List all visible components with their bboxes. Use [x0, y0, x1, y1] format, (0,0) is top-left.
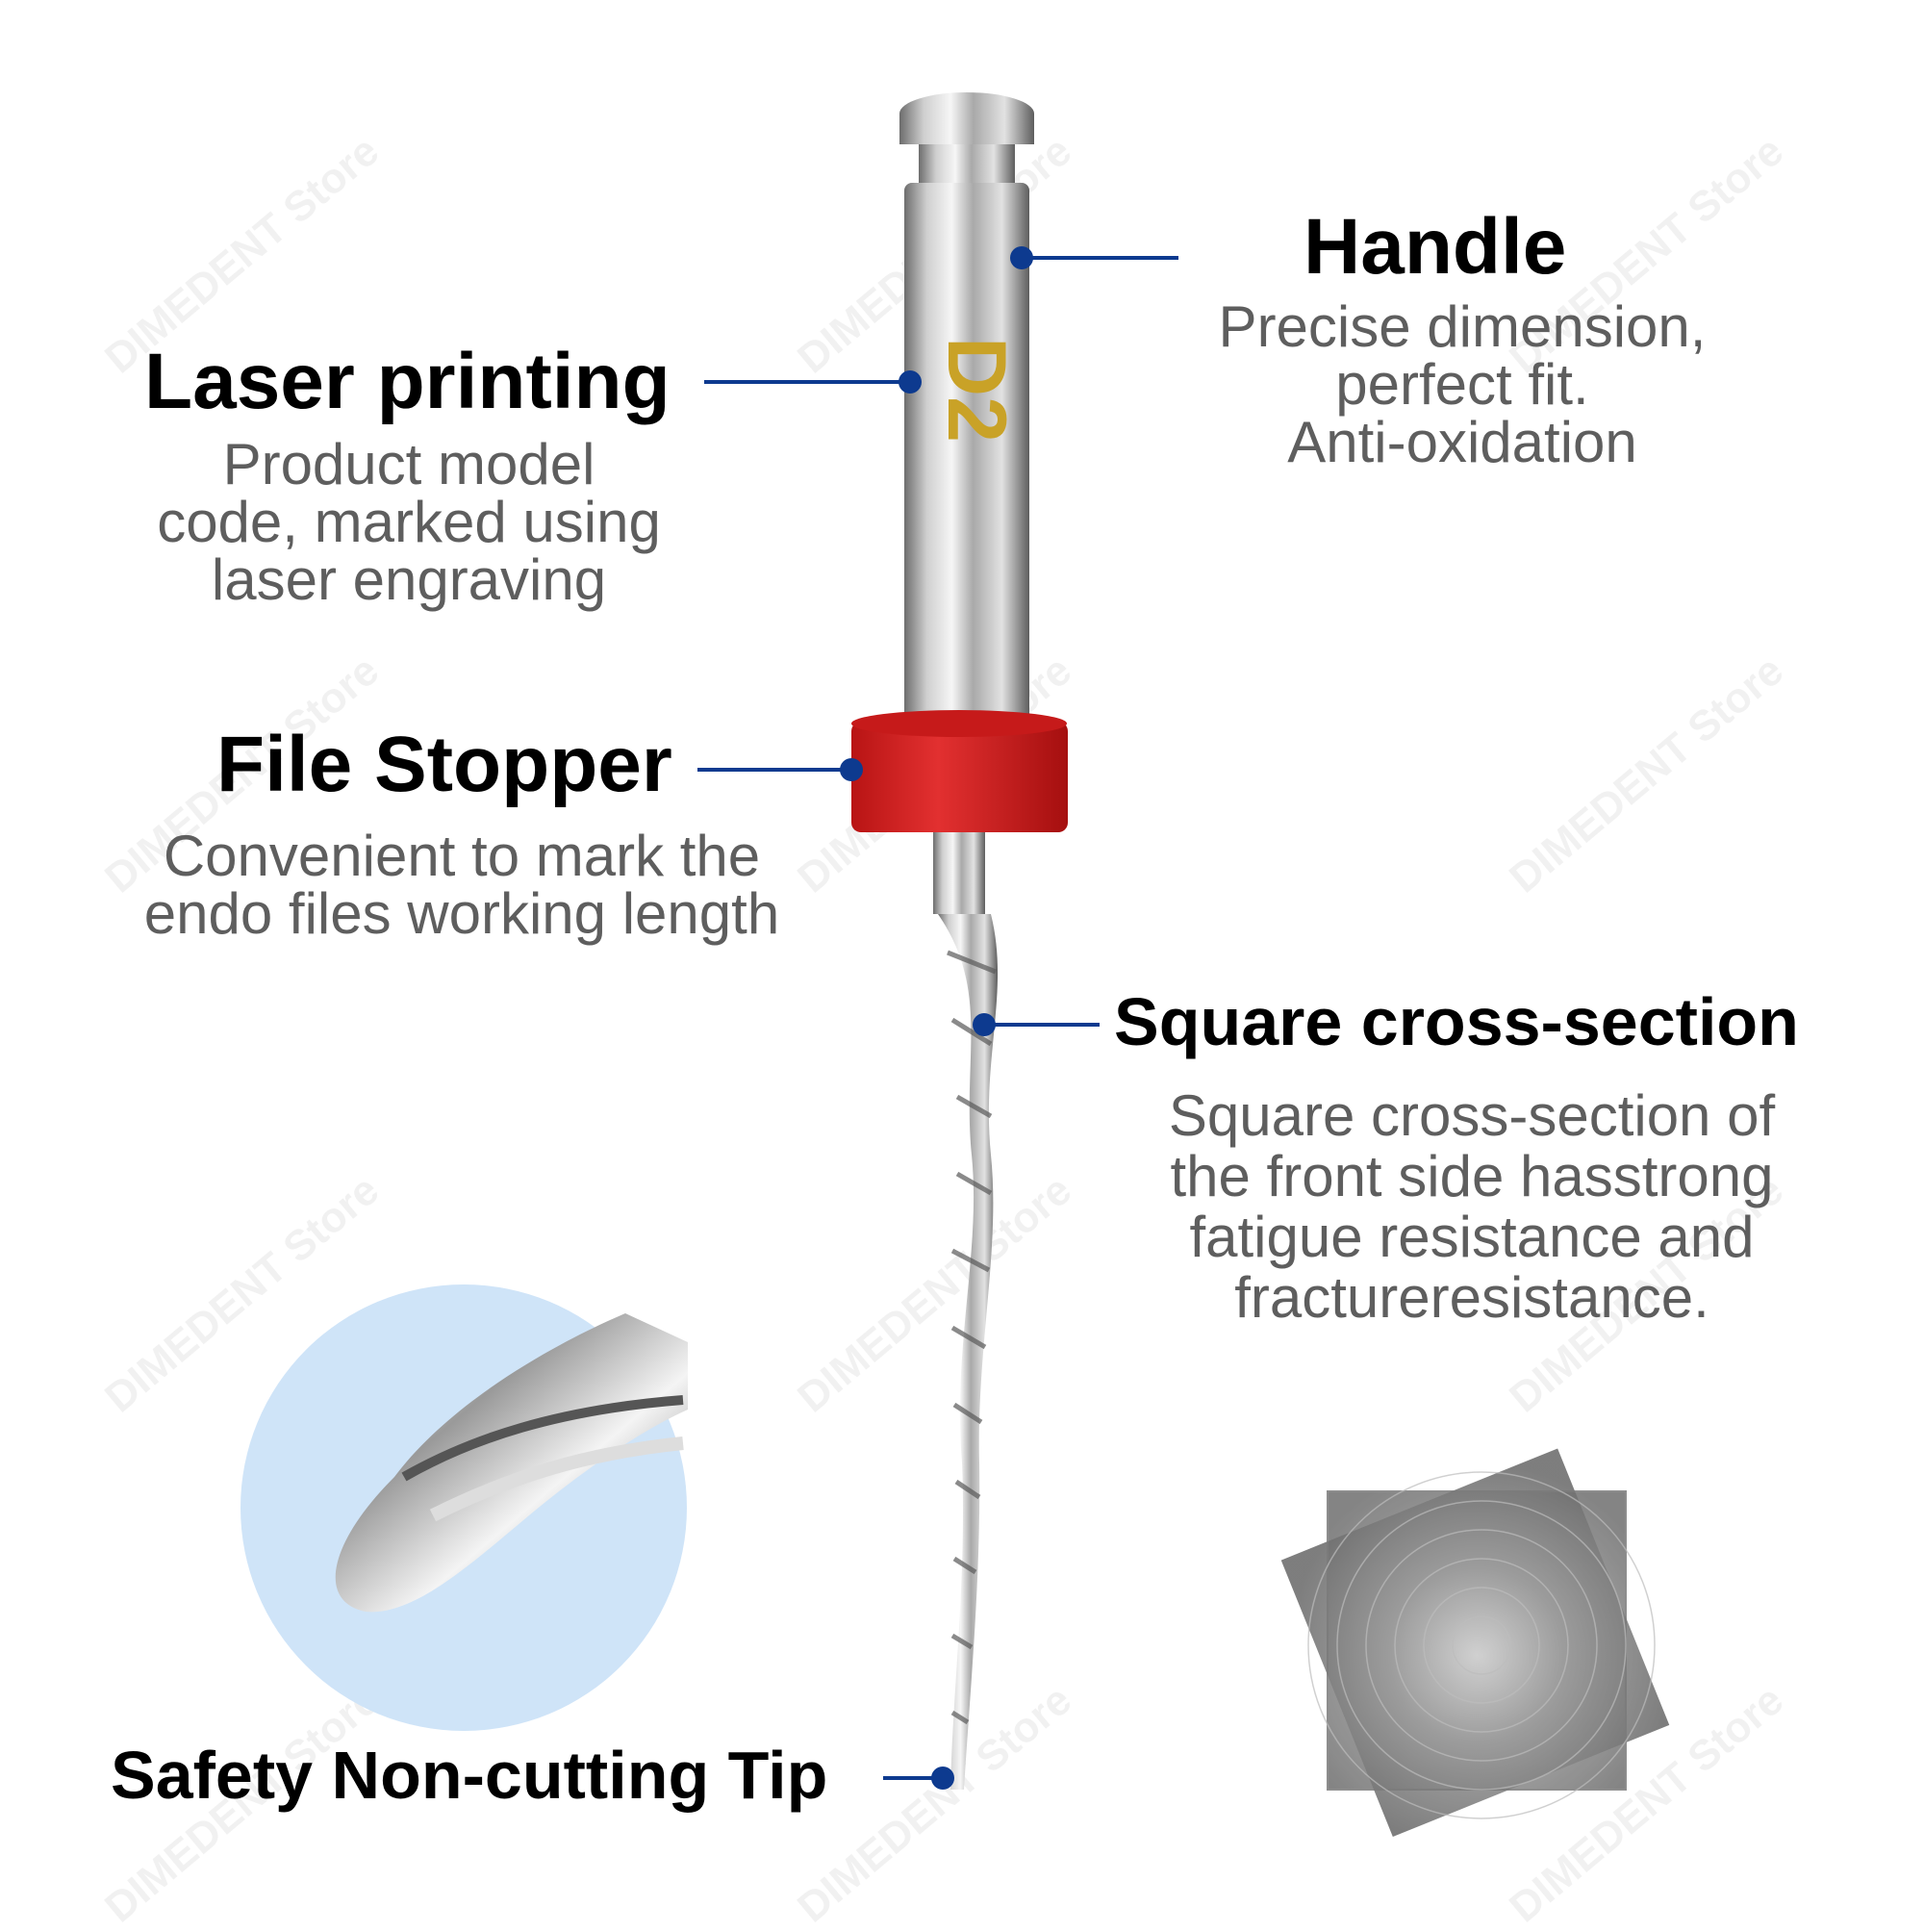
stopper-desc-line: Convenient to mark the — [163, 824, 761, 888]
handle-desc-line: Precise dimension, — [1218, 294, 1707, 359]
laser-desc-line: code, marked using — [157, 490, 661, 554]
twisted-blade — [938, 914, 999, 1790]
stopper-desc-line: endo files working length — [143, 881, 780, 946]
square-desc-line: fatigue resistance and — [1189, 1205, 1755, 1269]
laser-printing-title: Laser printing — [144, 338, 671, 425]
tip-closeup-icon — [240, 1284, 688, 1731]
blade-spirals — [947, 950, 997, 1725]
square-desc-line: the front side hasstrong — [1170, 1144, 1774, 1208]
file-neck — [933, 832, 985, 914]
cross-section-icon — [1280, 1448, 1670, 1838]
laser-engraving-text: D2 — [930, 337, 1023, 443]
square-cross-section-title: Square cross-section — [1114, 984, 1799, 1059]
file-stopper — [851, 710, 1068, 832]
handle-desc-line: Anti-oxidation — [1287, 410, 1637, 474]
handle-description: Precise dimension, perfect fit. Anti-oxi… — [1164, 298, 1760, 471]
handle-shaft — [904, 183, 1029, 722]
square-cross-section-description: Square cross-section of the front side h… — [1126, 1085, 1818, 1328]
handle-title: Handle — [1304, 203, 1567, 291]
laser-desc-line: laser engraving — [211, 547, 607, 612]
laser-desc-line: Product model — [222, 432, 595, 496]
handle-desc-line: perfect fit. — [1335, 352, 1589, 417]
square-desc-line: fractureresistance. — [1234, 1265, 1709, 1330]
file-stopper-title: File Stopper — [216, 721, 672, 808]
laser-printing-description: Product model code, marked using laser e… — [111, 436, 707, 609]
handle-cap — [899, 92, 1034, 183]
file-stopper-description: Convenient to mark the endo files workin… — [106, 827, 818, 943]
square-desc-line: Square cross-section of — [1168, 1083, 1776, 1148]
safety-tip-title: Safety Non-cutting Tip — [111, 1738, 828, 1813]
